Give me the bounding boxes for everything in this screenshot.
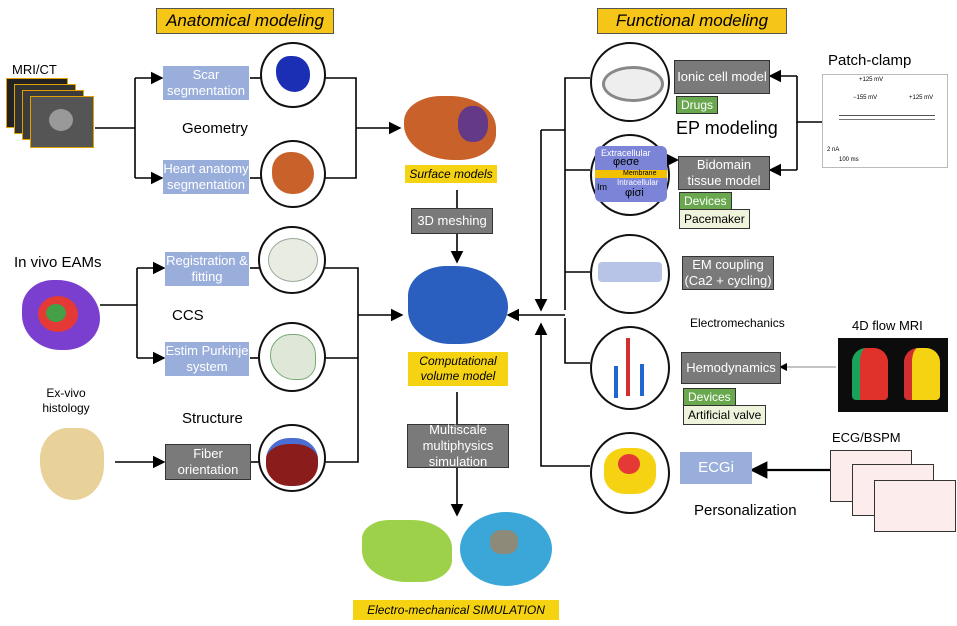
patch-clamp-label: Patch-clamp [828, 52, 912, 69]
bidomain-inset: Extracellular φeσe Membrane Intracellula… [595, 146, 667, 202]
registration-fitting-box: Registration & fitting [165, 252, 249, 286]
electromechanics-label: Electromechanics [690, 316, 785, 330]
electro-mechanical-simulation-label: Electro-mechanical SIMULATION [353, 600, 559, 620]
patch-v3: +125 mV [909, 95, 934, 101]
ecgi-circle-image [590, 432, 670, 514]
patch-scale-y: 2 nA [827, 147, 840, 153]
patch-v2: −155 mV [853, 95, 878, 101]
mri-ct-image [6, 78, 96, 150]
scar-circle-image [260, 42, 326, 108]
heart-anatomy-circle-image [260, 140, 326, 208]
personalization-label: Personalization [694, 502, 797, 519]
3d-meshing-box: 3D meshing [411, 208, 493, 234]
phi-e-label: φeσe [613, 156, 640, 168]
membrane-label: Membrane [623, 170, 657, 177]
computational-volume-model-label: Computational volume model [408, 352, 508, 386]
patch-clamp-plot: +125 mV −155 mV +125 mV 2 nA 100 ms [822, 74, 948, 168]
4d-flow-mri-image [838, 338, 948, 412]
ecgi-box: ECGi [680, 452, 752, 484]
hemodynamics-box: Hemodynamics [681, 352, 781, 384]
ionic-cell-circle-image [590, 42, 670, 122]
patch-v1: +125 mV [859, 77, 884, 83]
devices-tag-1: Devices [679, 192, 732, 210]
phi-i-label: φiσi [625, 187, 644, 199]
ecg-bspm-image [830, 450, 956, 536]
mri-ct-label: MRI/CT [12, 62, 57, 77]
structure-label: Structure [182, 410, 243, 427]
eam-image [22, 280, 100, 350]
bidomain-tissue-model-box: Bidomain tissue model [678, 156, 770, 190]
artificial-valve-box: Artificial valve [683, 405, 767, 425]
ccs-label: CCS [172, 307, 204, 324]
histology-image [40, 428, 104, 500]
im-label: Im [597, 182, 607, 192]
ecg-bspm-label: ECG/BSPM [832, 430, 901, 445]
hemodynamics-circle-image [590, 326, 670, 410]
fiber-circle-image [258, 424, 326, 492]
4d-flow-mri-label: 4D flow MRI [852, 318, 923, 333]
pacemaker-box: Pacemaker [679, 209, 750, 229]
estim-purkinje-box: Estim Purkinje system [165, 342, 249, 376]
simulation-image-left [362, 520, 452, 582]
anatomical-modeling-header: Anatomical modeling [156, 8, 334, 34]
ionic-cell-model-box: Ionic cell model [674, 60, 770, 94]
in-vivo-eams-label: In vivo EAMs [14, 254, 102, 271]
intracellular-label: Intracellular [617, 178, 659, 187]
scar-segmentation-box: Scar segmentation [163, 66, 249, 100]
registration-circle-image [258, 226, 326, 294]
volume-model-image [408, 266, 508, 344]
fiber-orientation-box: Fiber orientation [165, 444, 251, 480]
extracellular-label: Extracellular [601, 148, 651, 158]
functional-modeling-header: Functional modeling [597, 8, 787, 34]
surface-models-label: Surface models [405, 165, 497, 183]
purkinje-circle-image [258, 322, 326, 392]
multiscale-simulation-box: Multiscale multiphysics simulation [407, 422, 509, 469]
surface-model-image [404, 96, 496, 160]
devices-tag-2: Devices [683, 388, 736, 406]
em-coupling-box: EM coupling (Ca2 + cycling) [682, 256, 774, 290]
ep-modeling-label: EP modeling [676, 118, 778, 138]
geometry-label: Geometry [182, 120, 248, 137]
em-coupling-circle-image [590, 234, 670, 314]
heart-anatomy-segmentation-box: Heart anatomy segmentation [163, 160, 249, 194]
ex-vivo-histology-label: Ex-vivo histology [42, 386, 90, 415]
patch-scale-x: 100 ms [839, 157, 859, 163]
simulation-image-right [460, 512, 552, 586]
drugs-tag: Drugs [676, 96, 719, 114]
